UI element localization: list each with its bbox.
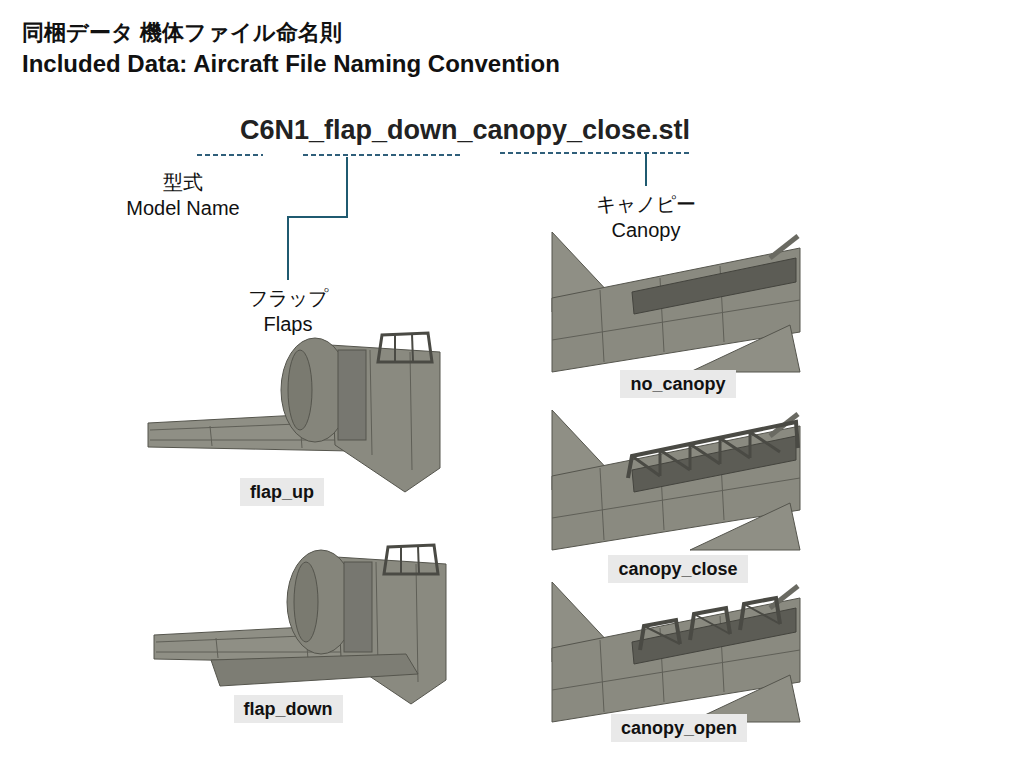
variant-tag: canopy_close [608, 555, 747, 584]
subtitle: Included Data: Aircraft File Naming Conv… [22, 50, 560, 79]
part-label: Flaps [264, 312, 313, 336]
variant-tag: flap_up [240, 478, 324, 507]
variant-tag: no_canopy [620, 370, 735, 399]
part-label: キャノピー [596, 192, 696, 216]
file-name: C6N1_flap_down_canopy_close.stl [240, 114, 690, 146]
page-title: 同梱データ 機体ファイル命名則 [22, 20, 342, 46]
part-label: Canopy [612, 218, 681, 242]
variant-name: canopy_close [618, 559, 737, 579]
part-label: Model Name [126, 196, 239, 220]
part-label: フラップ [248, 286, 328, 310]
variant-name: canopy_open [621, 718, 737, 738]
variant-tag: flap_down [234, 695, 343, 724]
part-label: 型式 [163, 170, 203, 194]
variant-name: flap_up [250, 482, 314, 502]
variant-tag: canopy_open [611, 714, 747, 743]
variant-name: no_canopy [630, 374, 725, 394]
variant-name: flap_down [244, 699, 333, 719]
